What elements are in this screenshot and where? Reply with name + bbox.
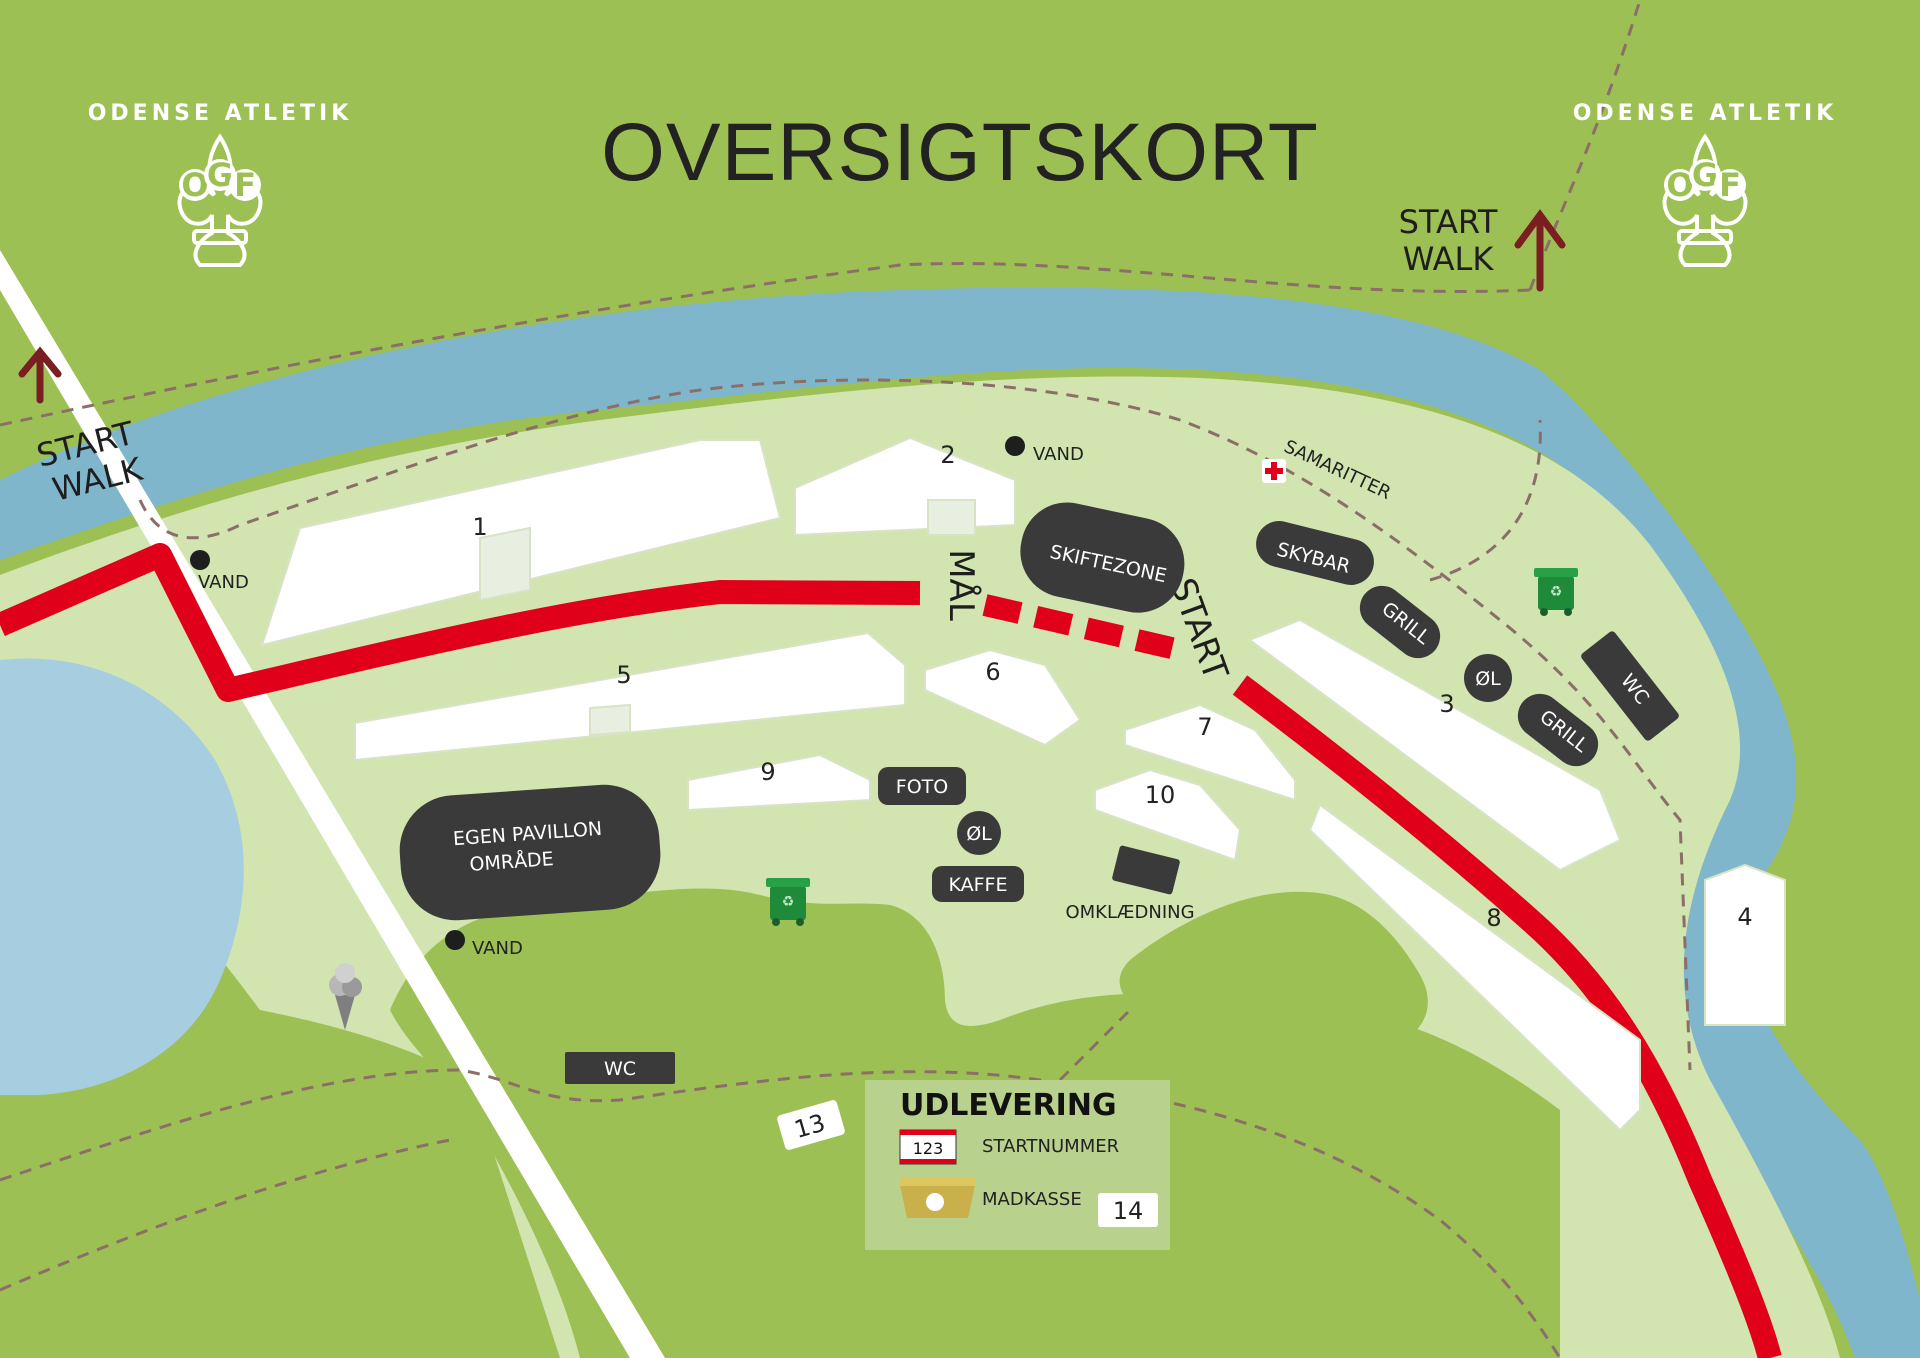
club-letter-f-right: F	[1719, 166, 1741, 204]
water-point-icon	[190, 550, 210, 570]
course-to-finish	[982, 594, 1183, 661]
changing-room-label: OMKLÆDNING	[1065, 902, 1194, 923]
hill-center	[1119, 891, 1428, 1054]
skybar[interactable]: SKYBAR	[1251, 516, 1379, 590]
ol-1[interactable]: ØL	[1464, 654, 1512, 702]
foto[interactable]: FOTO	[878, 767, 966, 805]
spot-14[interactable]: 14	[1098, 1193, 1158, 1227]
lake	[0, 658, 244, 1095]
water-point-icon	[445, 930, 465, 950]
water-point-2-label: VAND	[1033, 444, 1084, 465]
startnummer-label: STARTNUMMER	[982, 1136, 1119, 1157]
wc-east[interactable]: WC	[1580, 630, 1681, 743]
tent-8-number: 8	[1486, 904, 1501, 932]
start-number-bib-icon: 123	[899, 1129, 957, 1165]
udlevering-box[interactable]: UDLEVERING 123 STARTNUMMER MADKASSE 14	[865, 1080, 1170, 1250]
own-pavilion-area[interactable]: EGEN PAVILLON OMRÅDE	[396, 781, 664, 924]
ol-1-label: ØL	[1475, 668, 1501, 690]
tent-8[interactable]: 8	[1308, 803, 1641, 1132]
wc-south-label: WC	[604, 1058, 636, 1080]
trash-bin-icon	[766, 878, 810, 926]
tent-5-number: 5	[616, 661, 631, 689]
tent-6-number: 6	[985, 658, 1000, 686]
club-letter-f-left: F	[234, 166, 256, 204]
club-logo-right: ODENSE ATLETIK O G F	[1573, 101, 1838, 267]
spot-13[interactable]: 13	[776, 1099, 846, 1151]
map-title: OVERSIGTSKORT	[601, 107, 1319, 198]
trash-bin-icon	[1534, 568, 1578, 616]
kaffe[interactable]: KAFFE	[932, 866, 1024, 902]
club-name-right: ODENSE ATLETIK	[1573, 101, 1838, 126]
tent-7-number: 7	[1197, 713, 1212, 741]
tent-7[interactable]: 7	[1124, 703, 1296, 802]
madkasse-label: MADKASSE	[982, 1189, 1082, 1210]
club-letter-o-right: O	[1666, 166, 1693, 204]
start-walk-right-line2: WALK	[1403, 240, 1495, 278]
tent-3[interactable]: 3	[1247, 618, 1622, 872]
club-letter-g-right: G	[1692, 156, 1718, 194]
course-from-start	[1232, 675, 1782, 1358]
tent-10[interactable]: 10	[1094, 768, 1242, 862]
water-point-1[interactable]: VAND	[190, 550, 249, 593]
ice-cream-icon[interactable]	[329, 963, 362, 1030]
water-point-2[interactable]: VAND	[1005, 436, 1084, 465]
club-letter-g-left: G	[207, 156, 233, 194]
start-walk-right[interactable]: START WALK	[1399, 203, 1566, 292]
water-point-3[interactable]: VAND	[445, 930, 523, 959]
tent-2-number: 2	[940, 441, 955, 469]
foto-label: FOTO	[896, 776, 948, 798]
spot-14-number: 14	[1113, 1197, 1144, 1225]
tent-3-number: 3	[1439, 690, 1454, 718]
club-logo-left: ODENSE ATLETIK O G F	[88, 101, 353, 267]
ol-2[interactable]: ØL	[957, 811, 1001, 855]
tent-4-number: 4	[1737, 903, 1752, 931]
bib-number: 123	[913, 1139, 944, 1158]
tent-9[interactable]: 9	[687, 753, 871, 812]
wc-south[interactable]: WC	[565, 1052, 675, 1084]
running-course	[0, 543, 921, 702]
tent-1-number: 1	[472, 513, 487, 541]
udlevering-title: UDLEVERING	[900, 1088, 1117, 1123]
tent-10-number: 10	[1145, 781, 1176, 809]
tent-6[interactable]: 6	[924, 648, 1082, 747]
club-letter-o-left: O	[181, 166, 208, 204]
ol-2-label: ØL	[966, 823, 992, 845]
tent-9-number: 9	[760, 758, 775, 786]
arrow-up-icon	[18, 346, 62, 404]
walking-paths	[0, 0, 1692, 1358]
water-point-3-label: VAND	[472, 938, 523, 959]
tents: 1 2 3 4 5 6 7 8	[260, 436, 1786, 1132]
tent-4[interactable]: 4	[1704, 863, 1786, 1026]
tent-5[interactable]: 5	[354, 631, 906, 762]
kaffe-label: KAFFE	[949, 874, 1008, 896]
start-walk-right-line1: START	[1399, 203, 1498, 241]
water-point-icon	[1005, 436, 1025, 456]
skiftezone[interactable]: SKIFTEZONE	[1012, 494, 1193, 621]
food-box-icon	[900, 1178, 975, 1218]
club-name-left: ODENSE ATLETIK	[88, 101, 353, 126]
hill-west	[0, 1052, 320, 1358]
tent-2[interactable]: 2	[794, 436, 1016, 537]
finish-label: MÅL	[941, 549, 982, 621]
arrow-up-icon	[1514, 209, 1566, 292]
tent-1[interactable]: 1	[260, 439, 782, 647]
water-point-1-label: VAND	[198, 572, 249, 593]
changing-room[interactable]: OMKLÆDNING	[1065, 845, 1195, 923]
